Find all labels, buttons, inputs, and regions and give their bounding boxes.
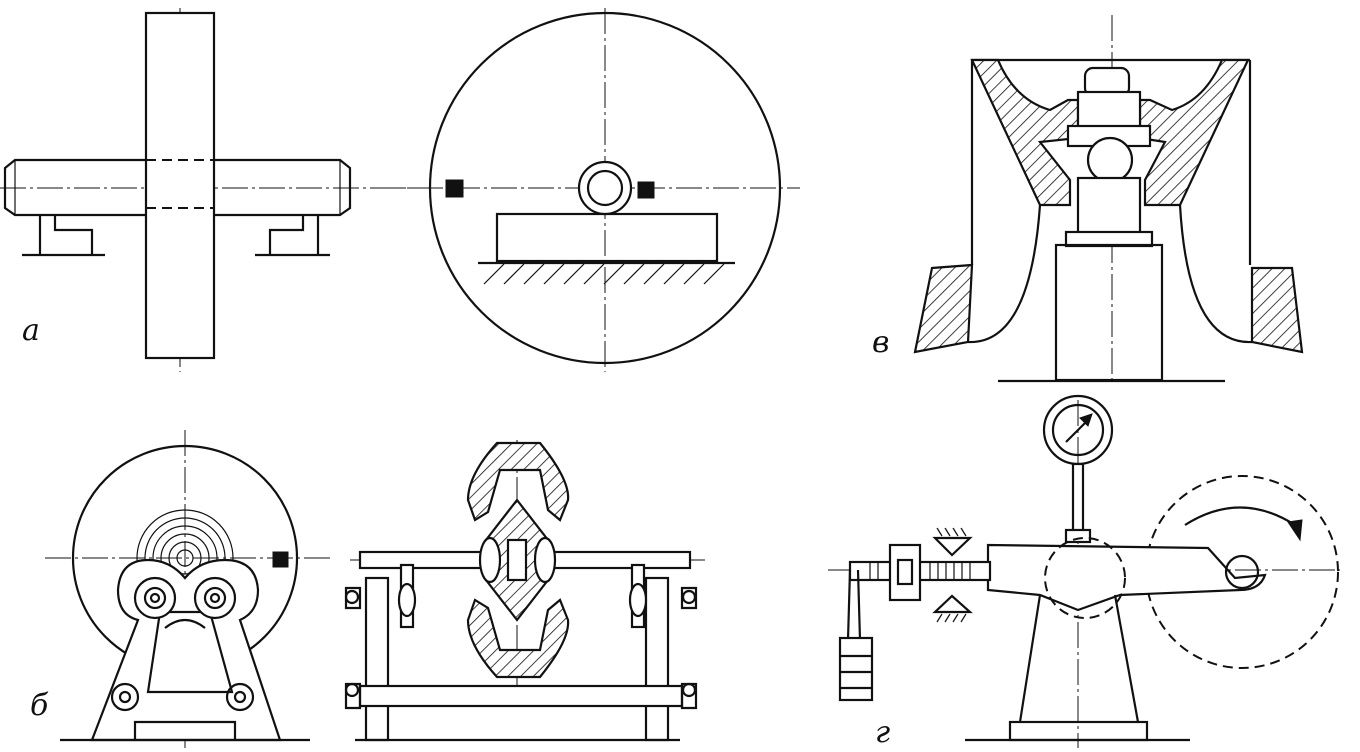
- figure-b: б: [30, 430, 705, 748]
- figure-v: в: [872, 15, 1304, 385]
- figure-a-front-view: [380, 8, 800, 372]
- figure-g: г: [828, 394, 1340, 750]
- figure-b-side-view: [344, 440, 705, 742]
- figure-label-b: б: [30, 688, 49, 723]
- dial-gauge: [1042, 394, 1114, 544]
- figure-label-g: г: [875, 715, 890, 750]
- figure-a: а: [0, 8, 800, 372]
- figure-label-v: в: [872, 325, 889, 360]
- figure-label-a: а: [22, 313, 40, 348]
- figure-b-front-view: [45, 430, 330, 748]
- figure-a-side-view: [0, 8, 440, 372]
